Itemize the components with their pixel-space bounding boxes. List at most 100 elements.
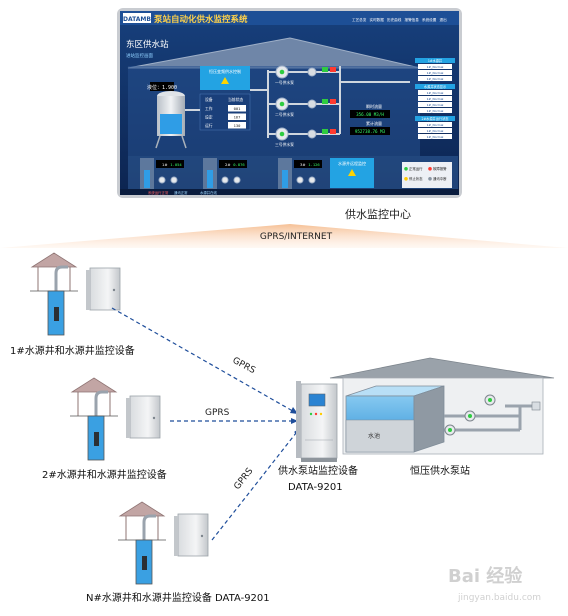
- status-item: 1#_Normal: [427, 77, 444, 81]
- field-wells: [30, 252, 209, 585]
- flowmeter-icon: [307, 99, 317, 109]
- screen-logo-box: [123, 13, 151, 23]
- watermark-text: Bai 经验: [448, 565, 523, 587]
- stop-indicator-icon: [330, 129, 336, 134]
- status-bar-item: 水源井在线: [200, 190, 218, 195]
- tank-leg: [155, 135, 161, 149]
- status-item-box: [418, 108, 452, 113]
- status-item-box: [418, 96, 452, 101]
- status-item: 1#_Normal: [427, 135, 444, 139]
- stop-indicator-icon: [330, 67, 336, 72]
- screen-menu: 工艺总览实时数据历史曲线报警信息系统设置退出: [352, 17, 447, 22]
- well-water: [144, 170, 150, 188]
- gprs-label-1: GPRS: [231, 356, 257, 376]
- readout-header-1: 瞬时流量: [366, 103, 382, 109]
- well-roof: [70, 377, 118, 393]
- status-item: 1#_Normal: [427, 109, 444, 113]
- status-item: 1#_Normal: [427, 129, 444, 133]
- legend-swatch-icon: [404, 167, 408, 171]
- legend: 正常运行故障报警停止状态通讯中断: [404, 166, 447, 181]
- well-meter-icon: [233, 176, 241, 184]
- control-panel-title: 恒压变频供水控制: [209, 68, 241, 74]
- well-meter-icon: [170, 176, 178, 184]
- params-header: 设备: [205, 97, 213, 102]
- well-water: [207, 170, 213, 188]
- menu-item[interactable]: 退出: [440, 17, 448, 22]
- station-roof: [329, 357, 555, 379]
- field-well-3: [118, 501, 209, 585]
- station-name: 东区供水站: [126, 39, 169, 50]
- flowmeter-icon: [307, 67, 317, 77]
- cabinet-display: [308, 393, 326, 407]
- param-value: 167: [234, 115, 241, 120]
- status-item-box: [418, 64, 452, 69]
- tank-water: [160, 114, 182, 134]
- monitor-center-label: 供水监控中心: [345, 207, 411, 221]
- status-item-box: [418, 76, 452, 81]
- well-pipe: [94, 390, 108, 422]
- legend-item: 通讯中断: [433, 176, 447, 181]
- status-bar-item: 通讯正常: [174, 190, 188, 195]
- well-label: 1#: [162, 162, 168, 167]
- status-item: 1#_Normal: [427, 123, 444, 127]
- pump-status-icon: [279, 131, 285, 137]
- station-label: 恒压供水泵站: [410, 464, 470, 477]
- tank-level-label: 液位：1.900: [147, 84, 177, 91]
- pump-station-building: 水池: [329, 357, 555, 455]
- param-key: 设定: [205, 115, 213, 120]
- submersible-pump-icon: [54, 307, 59, 321]
- param-value-box: [228, 122, 246, 129]
- stop-indicator-icon: [330, 99, 336, 104]
- status-bar-item: 系统运行正常: [148, 190, 169, 195]
- well-roof: [118, 501, 166, 517]
- arrow-icon: [291, 418, 298, 424]
- watermark: Bai 经验 jingyan.baidu.com: [448, 565, 541, 603]
- well-n-label: N#水源井和水源井监控设备 DATA-9201: [86, 591, 270, 604]
- status-item: 1#_Normal: [427, 91, 444, 95]
- watermark-url: jingyan.baidu.com: [457, 593, 541, 603]
- readout-2: 952738.76 M3: [355, 129, 386, 134]
- warning-icon: [348, 169, 356, 176]
- menu-item[interactable]: 实时数据: [370, 17, 385, 22]
- field-well-2: [70, 377, 161, 461]
- param-value: 001: [234, 106, 242, 111]
- tank-leg: [181, 135, 187, 149]
- well-1-label: 1#水源井和水源井监控设备: [10, 344, 135, 357]
- readout-header-2: 累计流量: [366, 120, 382, 126]
- param-value-box: [228, 113, 246, 120]
- submersible-pump-icon: [94, 432, 99, 446]
- well-value: 1.126: [308, 162, 320, 167]
- legend-item: 正常运行: [409, 166, 423, 171]
- info-box-title: 水源井远程监控: [338, 160, 366, 166]
- pump-status-icon: [279, 69, 285, 75]
- status-group-header: [415, 116, 455, 121]
- pump-station-cabinet: [296, 381, 338, 462]
- monitor-cabinet: [177, 513, 209, 557]
- menu-item[interactable]: 报警信息: [405, 17, 420, 22]
- pump-status-icon: [279, 101, 285, 107]
- well-pump-icon: [296, 176, 304, 184]
- legend-item: 停止状态: [409, 176, 423, 181]
- menu-item[interactable]: 工艺总览: [352, 17, 367, 22]
- well-pump-icon: [158, 176, 166, 184]
- params-header: 当前状态: [228, 97, 243, 102]
- tank-level-box: [150, 82, 174, 91]
- status-item-box: [418, 102, 452, 107]
- menu-item[interactable]: 历史曲线: [387, 17, 402, 22]
- status-group-title: 1#水源井: [428, 58, 442, 63]
- menu-item[interactable]: 系统设置: [422, 17, 437, 22]
- well-2-label: 2#水源井和水源井监控设备: [42, 468, 167, 481]
- gprs-link-1: [111, 307, 299, 415]
- pump-device-model: DATA-9201: [288, 482, 343, 493]
- status-item-box: [418, 134, 452, 139]
- well-pump-icon: [221, 176, 229, 184]
- pump-label: 二号供水泵: [275, 112, 294, 117]
- legend-swatch-icon: [404, 177, 408, 181]
- status-group-title: 2#水源井运行状态: [421, 116, 449, 121]
- well-label: 2#: [225, 162, 231, 167]
- status-item: 1#_Normal: [427, 65, 444, 69]
- well-label: 3#: [300, 162, 306, 167]
